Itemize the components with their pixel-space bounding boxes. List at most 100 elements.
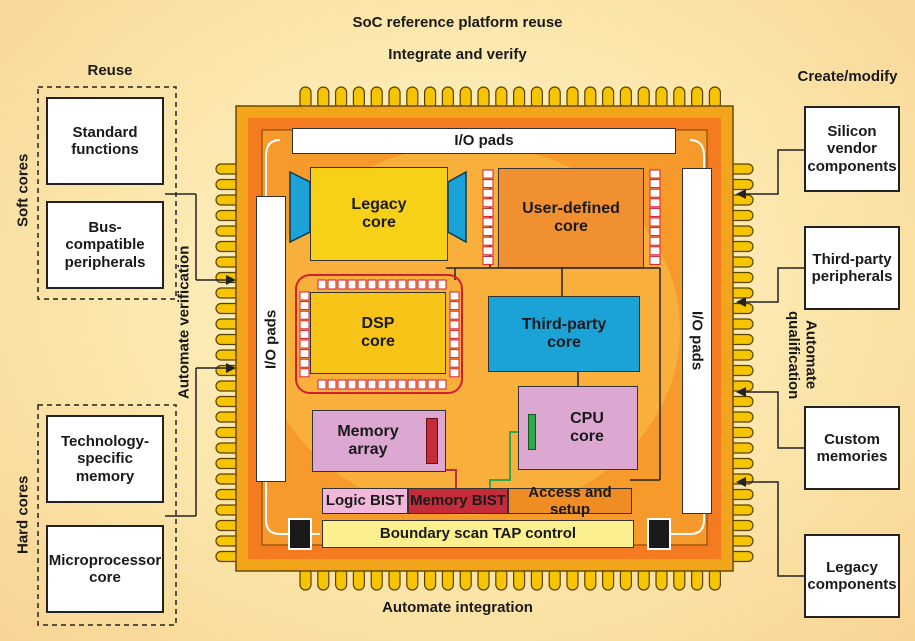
io-pads-top: I/O pads: [292, 128, 676, 154]
pad-user-right: [649, 169, 661, 179]
pad-dsp-bottom: [367, 379, 377, 390]
memory-bist-port: [426, 418, 438, 464]
pad-dsp-bottom: [407, 379, 417, 390]
automate-verification-label: Automate verification: [175, 245, 193, 400]
pad-dsp-bottom: [397, 379, 407, 390]
third-party-core: Third-party core: [488, 296, 640, 372]
pad-dsp-top: [337, 279, 347, 290]
cpu-test-port: [528, 414, 536, 450]
core-pad-strips: [299, 169, 661, 390]
pad-dsp-top: [327, 279, 337, 290]
pad-dsp-left: [299, 349, 310, 359]
pad-dsp-left: [299, 358, 310, 368]
tap-block-left: [288, 518, 312, 550]
io-pads-left: I/O pads: [256, 196, 286, 482]
technology-specific-memory-box: Technology- specific memory: [46, 415, 164, 503]
pad-dsp-left: [299, 329, 310, 339]
automate-qualification-label: Automate qualification: [785, 310, 820, 400]
pad-user-right: [649, 255, 661, 265]
pad-dsp-left: [299, 368, 310, 378]
left-arrowheads: [226, 275, 236, 373]
pad-user-left: [482, 198, 494, 208]
pad-dsp-right: [449, 349, 460, 359]
pad-user-left: [482, 179, 494, 189]
legacy-connector-left: [289, 170, 311, 244]
bus-lines: [265, 139, 705, 535]
pad-user-left: [482, 246, 494, 256]
pad-dsp-top: [387, 279, 397, 290]
pad-user-left: [482, 236, 494, 246]
soft-cores-label: Soft cores: [14, 153, 32, 227]
pad-dsp-bottom: [387, 379, 397, 390]
custom-memories-box: Custom memories: [804, 406, 900, 490]
pad-dsp-left: [299, 291, 310, 301]
left-connectors: [165, 193, 228, 517]
microprocessor-core-box: Microprocessor core: [46, 525, 164, 613]
title: SoC reference platform reuse: [352, 14, 563, 32]
third-party-peripherals-box: Third-party peripherals: [804, 226, 900, 310]
io-pads-right: I/O pads: [682, 168, 712, 514]
pad-dsp-top: [417, 279, 427, 290]
right-arrowheads: [736, 189, 746, 487]
pad-dsp-top: [317, 279, 327, 290]
pad-dsp-bottom: [327, 379, 337, 390]
bottom-caption: Automate integration: [382, 599, 533, 617]
logic-bist: Logic BIST: [322, 488, 408, 514]
pad-dsp-bottom: [347, 379, 357, 390]
legacy-core: Legacy core: [310, 167, 448, 261]
pad-dsp-bottom: [437, 379, 447, 390]
right-connectors: [742, 149, 804, 577]
pad-dsp-top: [347, 279, 357, 290]
pad-dsp-right: [449, 368, 460, 378]
pad-dsp-left: [299, 339, 310, 349]
legacy-components-box: Legacy components: [804, 534, 900, 618]
pad-dsp-left: [299, 301, 310, 311]
pad-dsp-bottom: [377, 379, 387, 390]
pad-user-left: [482, 207, 494, 217]
create-modify-heading: Create/modify: [797, 68, 898, 86]
pad-user-left: [482, 227, 494, 237]
pad-dsp-top: [427, 279, 437, 290]
pad-dsp-right: [449, 329, 460, 339]
dsp-outline: [295, 274, 463, 394]
pad-user-right: [649, 198, 661, 208]
pad-dsp-right: [449, 358, 460, 368]
bus-compatible-peripherals-box: Bus- compatible peripherals: [46, 201, 164, 289]
pad-dsp-top: [377, 279, 387, 290]
access-and-setup: Access and setup: [508, 484, 632, 518]
cpu-core: CPU core: [518, 386, 638, 470]
pad-dsp-bottom: [317, 379, 327, 390]
silicon-vendor-components-box: Silicon vendor components: [804, 106, 900, 192]
pad-dsp-top: [357, 279, 367, 290]
pad-dsp-right: [449, 320, 460, 330]
subtitle: Integrate and verify: [388, 46, 527, 64]
memory-bist: Memory BIST: [408, 488, 508, 514]
pad-user-left: [482, 169, 494, 179]
memory-array: Memory array: [312, 410, 446, 472]
tap-block-right: [647, 518, 671, 550]
pad-dsp-right: [449, 339, 460, 349]
pad-user-right: [649, 207, 661, 217]
cpu-test-wire: [489, 431, 530, 488]
pad-dsp-top: [437, 279, 447, 290]
boundary-scan-tap-control: Boundary scan TAP control: [322, 520, 634, 548]
pad-user-right: [649, 188, 661, 198]
pad-dsp-top: [407, 279, 417, 290]
pad-user-right: [649, 227, 661, 237]
pad-dsp-right: [449, 301, 460, 311]
pad-user-left: [482, 188, 494, 198]
pad-user-left: [482, 255, 494, 265]
pad-dsp-bottom: [417, 379, 427, 390]
pad-dsp-left: [299, 310, 310, 320]
user-defined-core: User-defined core: [498, 168, 644, 268]
soft-cores-group: [37, 86, 177, 300]
pad-dsp-top: [397, 279, 407, 290]
reuse-heading: Reuse: [87, 62, 133, 80]
pad-user-left: [482, 217, 494, 227]
legacy-connector-right: [447, 170, 467, 244]
pad-user-right: [649, 246, 661, 256]
pad-dsp-bottom: [357, 379, 367, 390]
pad-dsp-right: [449, 291, 460, 301]
pad-dsp-bottom: [337, 379, 347, 390]
pad-dsp-bottom: [427, 379, 437, 390]
